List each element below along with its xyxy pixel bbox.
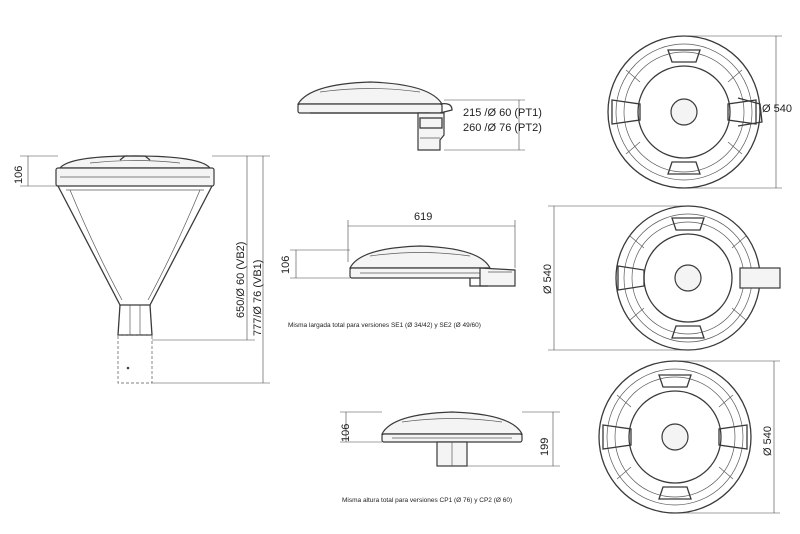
bottom-plan-diameter-label: Ø 540 [762, 426, 774, 456]
se-versions-note: Misma largada total para versiones SE1 (… [288, 322, 481, 329]
middle-center-dimension-lines [290, 220, 516, 279]
vb2-label: 650/Ø 60 (VB2) [235, 242, 247, 318]
width-619-label: 619 [414, 211, 432, 223]
plan-top-dimension-lines [684, 35, 782, 189]
post-top-luminaire-side-view [381, 411, 523, 467]
plan-view-middle [615, 205, 781, 351]
bottom-height-label: 106 [340, 424, 352, 442]
top-center-dimension-lines [444, 99, 525, 151]
plan-view-top [607, 35, 763, 189]
top-plan-diameter-label: Ø 540 [762, 103, 792, 115]
plan-view-bottom [598, 360, 752, 514]
bottom-center-dimension-lines [340, 411, 560, 467]
mid-height-label: 106 [280, 256, 292, 274]
left-height-label: 106 [13, 166, 25, 184]
plan-bottom-dimension-lines [675, 360, 780, 514]
mid-plan-diameter-label: Ø 540 [542, 264, 554, 294]
vb1-label: 777/Ø 76 (VB1) [252, 260, 264, 336]
left-dimension-lines [20, 155, 270, 384]
side-entry-luminaire-side-view [349, 245, 516, 287]
height-199-label: 199 [539, 438, 551, 456]
pt1-label: 215 /Ø 60 (PT1) [463, 107, 542, 119]
pt2-label: 260 /Ø 76 (PT2) [463, 122, 542, 134]
cp-versions-note: Misma altura total para versiones CP1 (Ø… [342, 497, 512, 504]
plan-middle-dimension-lines [548, 205, 688, 351]
conical-luminaire-side-view [55, 155, 215, 384]
arm-luminaire-side-view [296, 81, 453, 151]
